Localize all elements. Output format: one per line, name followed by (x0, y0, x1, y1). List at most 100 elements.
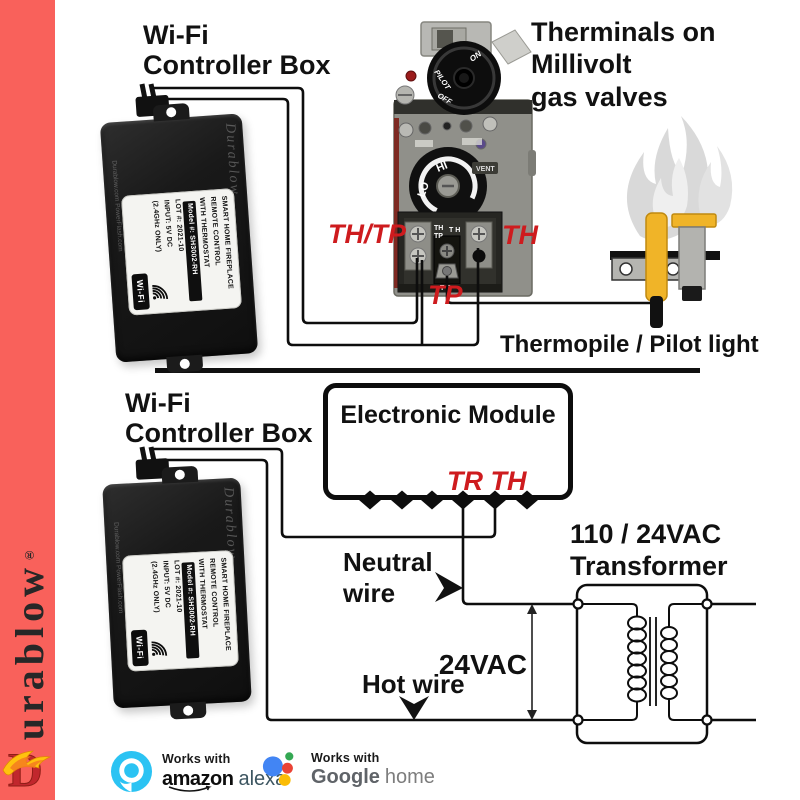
thermopile-caption: Thermopile / Pilot light (500, 331, 759, 358)
mounting-tab (169, 701, 207, 720)
hot-wire-arrow (399, 696, 429, 720)
pilot-tube (678, 226, 706, 290)
valve-hilo-dial: HI LO (409, 147, 487, 225)
label-th-tp: TH/TP (328, 219, 406, 249)
thermopile-rod (645, 212, 668, 302)
electronic-module-title: Electronic Module (340, 401, 556, 429)
pilot-base (682, 286, 702, 301)
flame-graphic (626, 116, 733, 241)
wifi-arcs-icon (151, 641, 168, 656)
thermopile-pilot-assembly (610, 212, 720, 328)
valve-terminal-panel: TH TP T H T P (397, 211, 503, 293)
wifi-arcs-icon (152, 285, 169, 300)
brand-word-text: urablow (7, 562, 52, 740)
label-tr-th: TR TH (447, 466, 527, 497)
valve-print-th: TH (434, 225, 443, 232)
valve-print-tp2: T P (440, 285, 451, 292)
site1: Durablow.com (110, 160, 121, 202)
device-label: SMART HOME FIREPLACE REMOTE CONTROL WITH… (120, 188, 243, 316)
top-diagram-wires (150, 86, 650, 347)
label-tp: TP (428, 280, 463, 310)
label-tr: TR (447, 466, 483, 496)
wifi-controller-box-top: Durablow Durablow.com PowerFlash.com SMA… (99, 103, 259, 374)
google-assistant-icon (262, 752, 294, 786)
durablow-flame-d-logo: D (2, 744, 52, 794)
google-works-with: Works with (311, 750, 380, 765)
label-th-2: TH (490, 466, 527, 496)
neutral-wire-arrow (435, 572, 463, 602)
bracket-plate-left (611, 257, 651, 281)
mounting-tab (152, 103, 190, 122)
bottom-controller-title-line1: Wi-Fi (125, 388, 191, 418)
hot-wire-label: Hot wire (362, 669, 465, 699)
valve-title-line2: Millivolt (531, 49, 632, 80)
transformer-core (649, 617, 657, 706)
thermopile-lead (650, 296, 663, 328)
vac-label: 24VAC (438, 649, 527, 680)
registered-mark: ® (22, 547, 37, 563)
transformer-title-line1: 110 / 24VAC (570, 519, 722, 549)
mounting-tab (166, 354, 204, 374)
wifi-logo: Wi-Fi (131, 273, 150, 311)
valve-print-th2: T H (449, 227, 460, 234)
home-text: home (384, 766, 435, 789)
neutral-line1: Neutral (343, 547, 433, 577)
dial-lo-label: LO (416, 180, 433, 199)
top-controller-title-line1: Wi-Fi (143, 20, 209, 50)
alexa-works-with: Works with (162, 752, 231, 767)
amazon-smile-icon (168, 785, 212, 792)
embossed-brand: Durablow (220, 486, 240, 561)
transformer-symbol (572, 583, 713, 745)
wire-tp-to-thermopile (445, 276, 650, 305)
transformer-title-line2: Transformer (570, 551, 728, 582)
amazon-alexa-icon (110, 750, 153, 793)
terminal-block-tp (433, 235, 461, 285)
dial-hi-label: HI (435, 160, 450, 175)
wifi-logo: Wi-Fi (130, 629, 149, 667)
bottom-controller-title-line2: Controller Box (125, 418, 313, 449)
valve-onoff-knob: ON PILOT OFF (427, 41, 501, 115)
valve-screws (398, 116, 498, 150)
brand-wordmark: urablow® (6, 548, 53, 740)
bottom-diagram-wires (151, 447, 756, 722)
label-th: TH (502, 220, 538, 250)
durablow-sidebar: urablow® D (0, 0, 55, 800)
site1: Durablow.com (112, 521, 122, 564)
valve-title-line1: Therminals on (531, 17, 716, 47)
amazon-wordmark: amazon (162, 767, 234, 792)
wifi-controller-box-bottom: Durablow Durablow.com PowerFlash.com SMA… (102, 465, 252, 720)
valve-flag (491, 29, 532, 65)
amazon-text: amazon (162, 767, 234, 790)
wire-hot (159, 458, 574, 722)
pilot-cap (671, 213, 717, 228)
valve-print-tp: TP (434, 233, 443, 240)
google-text: Google (311, 766, 380, 789)
vent-label: VENT (476, 166, 495, 173)
gas-valve-photo: ON PILOT OFF HI LO VENT (393, 21, 536, 297)
wire-neutral-tr-to-transformer (461, 506, 574, 606)
embossed-brand: Durablow (222, 122, 243, 197)
neutral-line2: wire (343, 577, 396, 608)
valve-red-indicator (405, 70, 417, 82)
section-divider (155, 368, 700, 373)
transformer-terminals (572, 598, 713, 726)
mounting-tab (161, 465, 199, 484)
valve-title-line3: gas valves (531, 81, 668, 112)
electronic-module-box: Electronic Module (323, 383, 573, 500)
wire-controller-to-thtp (150, 86, 419, 325)
top-controller-title-line2: Controller Box (143, 50, 331, 81)
vac-dimension-line (527, 604, 537, 720)
wire-controller-to-th (158, 97, 480, 347)
terminal-block-th (465, 221, 493, 269)
wire-controller-to-th-diamond (151, 447, 497, 539)
